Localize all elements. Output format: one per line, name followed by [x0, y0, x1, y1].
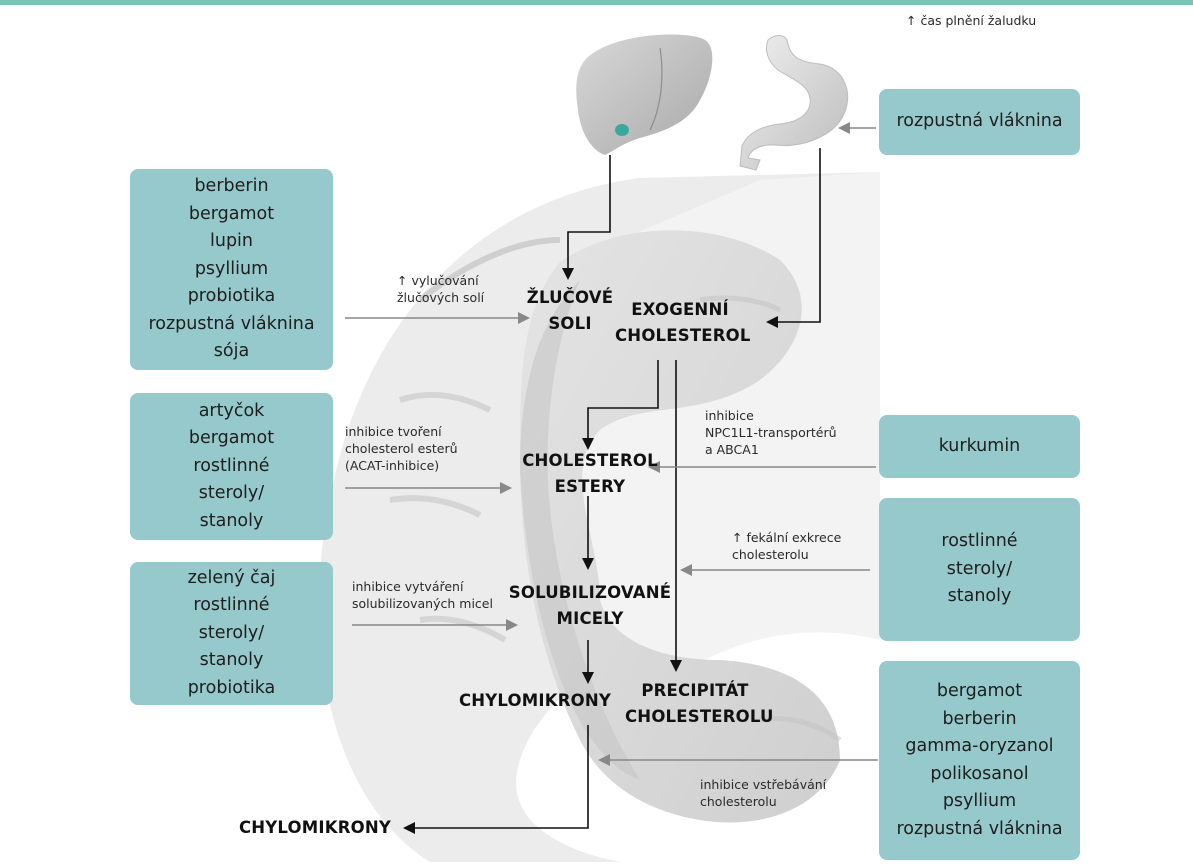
node-cholesterol-esters: CHOLESTEROL ESTERY	[515, 448, 665, 500]
effect-arrows	[345, 127, 878, 761]
supplement-item: kurkumin	[938, 435, 1021, 456]
supplement-item: bergamot	[936, 681, 1023, 701]
supplement-item: psyllium	[942, 791, 1017, 811]
supplement-item: steroly/	[946, 558, 1013, 579]
note-line: solubilizovaných micel	[352, 596, 493, 611]
note-line: inhibice vytváření	[352, 579, 464, 594]
node-line: CHOLESTEROL	[615, 326, 751, 345]
stomach-illustration	[739, 35, 849, 171]
supplement-box-npc1l1: kurkumin	[879, 415, 1080, 478]
node-line: CHOLESTEROLU	[625, 707, 774, 726]
supplement-item: stanoly	[199, 510, 264, 531]
note-gastric-emptying: ↑ čas plnění žaludku	[906, 12, 1036, 29]
note-line: a ABCA1	[705, 442, 759, 457]
note-line: ↑ vylučování	[397, 273, 479, 288]
supplement-item: rozpustná vláknina	[896, 111, 1063, 132]
supplement-item: lupin	[209, 231, 253, 252]
supplement-box-micelles: zelený čaj rostlinné steroly/stanoly probio…	[130, 562, 333, 705]
note-line: ↑ čas plnění žaludku	[906, 13, 1037, 28]
supplement-item: rostlinné	[193, 455, 270, 476]
node-cholesterol-precipitate: PRECIPITÁT CHOLESTEROLU	[625, 678, 774, 730]
note-line: žlučových solí	[397, 290, 485, 305]
supplement-item: steroly/	[198, 483, 265, 504]
supplement-item: sója	[213, 341, 250, 362]
supplement-item: probiotika	[187, 677, 276, 698]
node-solubilized-micelles: SOLUBILIZOVANÉ MICELY	[500, 580, 680, 632]
note-line: inhibice tvoření	[345, 424, 442, 439]
supplement-box-fecal: rostlinné steroly/stanoly	[879, 498, 1080, 641]
note-line: NPC1L1-transportérů	[705, 425, 837, 440]
flow-arrows	[415, 148, 821, 829]
supplement-item: bergamot	[188, 203, 275, 224]
supplement-box-absorption: bergamot berberin gamma-oryzanol polikosano…	[879, 661, 1080, 860]
node-bile-salts: ŽLUČOVÉ SOLI	[520, 285, 620, 337]
effect-arrowheads	[500, 122, 850, 766]
node-line: SOLUBILIZOVANÉ	[508, 583, 672, 602]
note-line: inhibice vstřebávání	[700, 777, 827, 792]
accent-bar	[0, 0, 1193, 5]
note-bile-excretion: ↑ vylučování žlučových solí	[397, 272, 484, 306]
node-line: CHOLESTEROL	[522, 451, 658, 470]
node-line: ŽLUČOVÉ	[526, 288, 614, 307]
node-line: ESTERY	[554, 477, 626, 496]
supplement-box-esters: artyčok bergamot rostlinné steroly/stanoly	[130, 393, 333, 540]
supplement-item: artyčok	[198, 400, 265, 421]
supplement-item: zelený čaj	[187, 567, 276, 588]
node-line: SOLI	[548, 314, 592, 333]
note-line: inhibice	[705, 408, 754, 423]
note-ester-inhibition: inhibice tvoření cholesterol esterů (ACAT-…	[345, 423, 458, 474]
node-exogenous-cholesterol: EXOGENNÍ CHOLESTEROL	[615, 297, 751, 349]
supplement-box-bile: berberin bergamot lupin psyllium probiotika r…	[130, 169, 333, 370]
supplement-item: berberin	[942, 708, 1017, 729]
supplement-item: rostlinné	[941, 531, 1018, 552]
note-line: cholesterolu	[732, 547, 809, 562]
node-chylomicrons: CHYLOMIKRONY	[455, 688, 615, 714]
supplement-item: stanoly	[947, 586, 1012, 607]
liver-illustration	[576, 34, 713, 155]
supplement-item: berberin	[194, 176, 269, 197]
note-absorption-inhibition: inhibice vstřebávání cholesterolu	[700, 776, 826, 810]
note-micelle-inhibition: inhibice vytváření solubilizovaných micel	[352, 578, 493, 612]
intestine-illustration	[318, 172, 880, 862]
node-line: CHYLOMIKRONY	[238, 818, 392, 837]
supplement-item: gamma-oryzanol	[905, 736, 1054, 756]
node-chylomicrons-output: CHYLOMIKRONY	[235, 815, 395, 841]
supplement-box-stomach: rozpustná vláknina	[879, 89, 1080, 155]
node-line: MICELY	[556, 609, 624, 628]
node-line: PRECIPITÁT	[641, 681, 749, 700]
note-line: ↑ fekální exkrece	[732, 530, 842, 545]
supplement-item: rozpustná vláknina	[148, 313, 315, 334]
supplement-item: rostlinné	[193, 595, 270, 616]
supplement-item: psyllium	[194, 258, 269, 279]
node-line: CHYLOMIKRONY	[458, 691, 612, 710]
note-line: cholesterolu	[700, 794, 777, 809]
supplement-item: stanoly	[199, 650, 264, 671]
node-line: EXOGENNÍ	[631, 300, 729, 319]
note-line: cholesterol esterů	[345, 441, 458, 456]
supplement-item: bergamot	[188, 428, 275, 449]
supplement-item: steroly/	[198, 622, 265, 643]
note-line: (ACAT-inhibice)	[345, 458, 440, 473]
note-fecal-excretion: ↑ fekální exkrece cholesterolu	[732, 529, 841, 563]
supplement-item: polikosanol	[930, 763, 1029, 784]
supplement-item: rozpustná vláknina	[896, 818, 1063, 839]
supplement-item: probiotika	[187, 286, 276, 307]
flow-arrowheads	[403, 268, 778, 834]
